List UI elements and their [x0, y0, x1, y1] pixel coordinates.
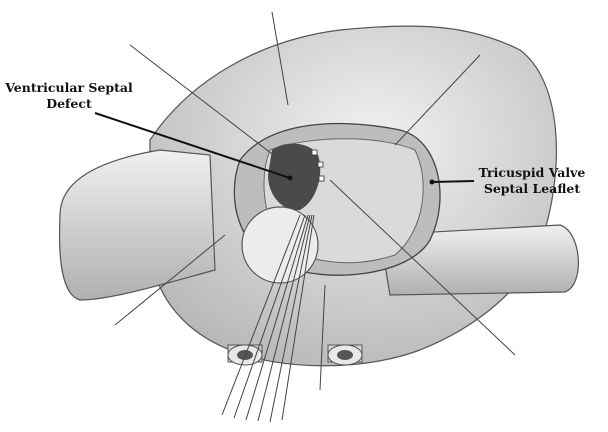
patch-disc: [241, 206, 319, 284]
tricuspid-valve-label: Tricuspid Valve Septal Leaflet: [462, 165, 602, 197]
stay-sutures: [114, 11, 516, 423]
vsd-leader-line: [94, 112, 291, 179]
right-vessel: [379, 224, 579, 296]
tv-label-line2: Septal Leaflet: [483, 181, 581, 196]
tv-leader-line: [431, 180, 475, 183]
septal-defect: [268, 143, 321, 211]
tv-label-line1: Tricuspid Valve: [478, 165, 586, 180]
vsd-label-line1: Ventricular Septal: [5, 80, 133, 95]
ventricular-septal-defect-label: Ventricular Septal Defect: [2, 80, 136, 112]
left-vessel: [58, 149, 216, 301]
vsd-label-line2: Defect: [46, 96, 92, 111]
